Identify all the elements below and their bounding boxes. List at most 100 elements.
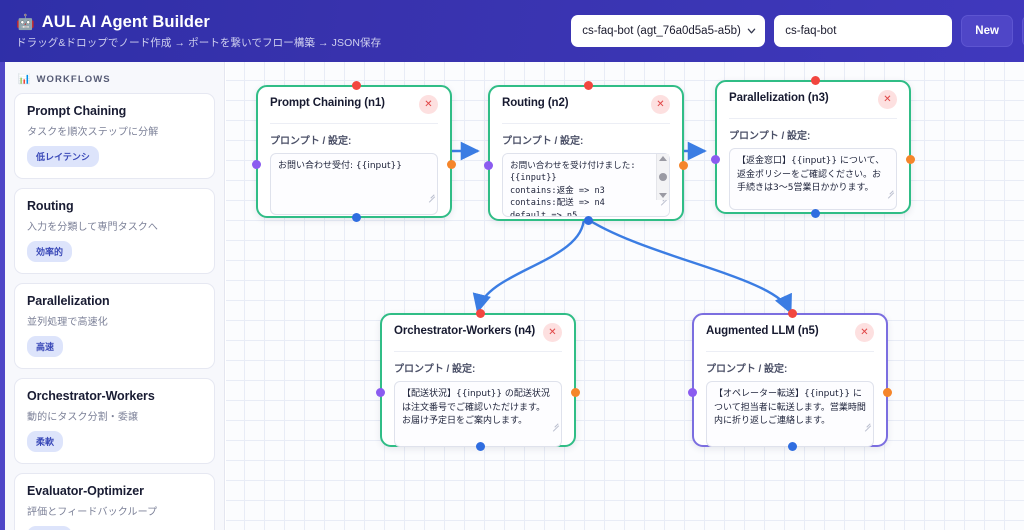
sidebar-item-desc: タスクを順次ステップに分解 bbox=[27, 127, 159, 138]
sidebar-item-evaluator-optimizer[interactable]: Evaluator-Optimizer 評価とフィードバックループ高品質 bbox=[14, 473, 215, 530]
chevron-down-icon bbox=[747, 28, 756, 34]
flow-canvas[interactable]: Prompt Chaining (n1)✕プロンプト / 設定:Routing … bbox=[226, 62, 1024, 530]
node-prompt-textarea[interactable] bbox=[502, 153, 670, 217]
sidebar-item-tag: 高速 bbox=[27, 336, 64, 357]
brand-block: 🤖 AUL AI Agent Builder ドラッグ&ドロップでノード作成 →… bbox=[16, 13, 381, 50]
node-divider bbox=[502, 123, 670, 124]
port-input-top-n1[interactable] bbox=[351, 81, 361, 90]
port-input-top-n4[interactable] bbox=[475, 309, 485, 318]
port-output-bottom-n3[interactable] bbox=[810, 209, 820, 218]
node-header: Parallelization (n3) ✕ bbox=[729, 90, 897, 109]
sidebar-item-tag: 柔軟 bbox=[27, 431, 64, 452]
sidebar-item-title: Prompt Chaining bbox=[27, 104, 127, 118]
agent-select[interactable]: cs-faq-bot (agt_76a0d5a5-a5b) bbox=[571, 15, 766, 47]
node-divider bbox=[394, 351, 562, 352]
flow-node-n2[interactable]: Routing (n2) ✕ プロンプト / 設定: bbox=[484, 81, 688, 225]
sidebar-item-title: Routing bbox=[27, 199, 74, 213]
sidebar-item-tag: 高品質 bbox=[27, 526, 73, 530]
port-input-left-n3[interactable] bbox=[711, 155, 720, 164]
port-output-bottom-n1[interactable] bbox=[351, 213, 361, 222]
scroll-up-icon[interactable] bbox=[659, 156, 667, 161]
header-controls: cs-faq-bot (agt_76a0d5a5-a5b) New Save L… bbox=[571, 15, 1024, 47]
agent-name-input[interactable] bbox=[774, 15, 953, 47]
port-input-top-n3[interactable] bbox=[810, 76, 820, 85]
port-output-right-n5[interactable] bbox=[883, 388, 892, 397]
sidebar-item-desc: 入力を分類して専門タスクへ bbox=[27, 222, 158, 233]
node-prompt-label: プロンプト / 設定: bbox=[502, 136, 584, 147]
port-output-bottom-n2[interactable] bbox=[583, 216, 593, 225]
left-accent-rail bbox=[0, 62, 5, 530]
sidebar-item-title: Parallelization bbox=[27, 294, 110, 308]
flow-node-n5[interactable]: Augmented LLM (n5) ✕ プロンプト / 設定: bbox=[688, 309, 892, 451]
close-icon[interactable]: ✕ bbox=[855, 323, 874, 342]
port-input-left-n4[interactable] bbox=[376, 388, 385, 397]
flow-node-n3[interactable]: Parallelization (n3) ✕ プロンプト / 設定: bbox=[711, 76, 915, 218]
port-output-right-n3[interactable] bbox=[906, 155, 915, 164]
node-prompt-label: プロンプト / 設定: bbox=[729, 131, 811, 142]
sidebar[interactable]: 📊 WORKFLOWS Prompt Chaining タスクを順次ステップに分解低レ… bbox=[5, 62, 225, 530]
sidebar-item-desc: 評価とフィードバックループ bbox=[27, 507, 158, 518]
node-prompt-textarea[interactable] bbox=[394, 381, 562, 447]
textarea-scrollbar[interactable] bbox=[656, 154, 669, 200]
edge-n2-n5 bbox=[583, 215, 792, 315]
edge-n2-n4 bbox=[472, 216, 586, 314]
sidebar-section-header-workflows: 📊 WORKFLOWS bbox=[18, 74, 215, 85]
close-icon[interactable]: ✕ bbox=[419, 95, 438, 114]
sidebar-item-prompt-chaining[interactable]: Prompt Chaining タスクを順次ステップに分解低レイテンシ bbox=[14, 93, 215, 179]
node-prompt-textarea[interactable] bbox=[706, 381, 874, 447]
node-prompt-label: プロンプト / 設定: bbox=[270, 136, 352, 147]
port-output-bottom-n5[interactable] bbox=[787, 442, 797, 451]
new-button[interactable]: New bbox=[961, 15, 1013, 47]
port-output-right-n1[interactable] bbox=[447, 159, 456, 169]
port-input-left-n5[interactable] bbox=[688, 388, 697, 397]
sidebar-item-orchestrator-workers[interactable]: Orchestrator-Workers 動的にタスク分割・委譲柔軟 bbox=[14, 378, 215, 464]
node-title: Augmented LLM (n5) bbox=[706, 325, 819, 337]
flow-node-n4[interactable]: Orchestrator-Workers (n4) ✕ プロンプト / 設定: bbox=[376, 309, 580, 451]
node-title: Orchestrator-Workers (n4) bbox=[394, 325, 536, 337]
scrollbar-thumb[interactable] bbox=[659, 173, 667, 181]
close-icon[interactable]: ✕ bbox=[543, 323, 562, 342]
node-title: Prompt Chaining (n1) bbox=[270, 97, 385, 109]
scroll-down-icon[interactable] bbox=[659, 193, 667, 198]
sidebar-section-label: WORKFLOWS bbox=[36, 74, 111, 85]
node-prompt-textarea[interactable] bbox=[270, 153, 438, 215]
close-icon[interactable]: ✕ bbox=[878, 90, 897, 109]
node-header: Orchestrator-Workers (n4) ✕ bbox=[394, 323, 562, 342]
node-prompt-textarea[interactable] bbox=[729, 148, 897, 210]
brand-row: 🤖 AUL AI Agent Builder bbox=[16, 13, 381, 32]
sidebar-sections: 📊 WORKFLOWS Prompt Chaining タスクを順次ステップに分解低レ… bbox=[14, 74, 215, 530]
flow-node-n1[interactable]: Prompt Chaining (n1) ✕ プロンプト / 設定: bbox=[252, 81, 456, 222]
agent-select-value: cs-faq-bot (agt_76a0d5a5-a5b) bbox=[582, 25, 741, 37]
app-header: 🤖 AUL AI Agent Builder ドラッグ&ドロップでノード作成 →… bbox=[0, 0, 1024, 62]
node-title: Routing (n2) bbox=[502, 97, 569, 109]
chart-icon: 📊 bbox=[18, 73, 31, 85]
port-output-right-n4[interactable] bbox=[571, 388, 580, 397]
node-divider bbox=[729, 118, 897, 119]
port-input-left-n2[interactable] bbox=[484, 161, 493, 170]
robot-icon: 🤖 bbox=[16, 13, 35, 31]
port-output-right-n2[interactable] bbox=[679, 161, 688, 170]
port-input-left-n1[interactable] bbox=[252, 159, 261, 169]
port-input-top-n2[interactable] bbox=[583, 81, 593, 90]
node-prompt-label: プロンプト / 設定: bbox=[706, 364, 788, 375]
node-divider bbox=[706, 351, 874, 352]
app-title: AUL AI Agent Builder bbox=[41, 12, 210, 31]
close-icon[interactable]: ✕ bbox=[651, 95, 670, 114]
port-output-bottom-n4[interactable] bbox=[475, 442, 485, 451]
node-divider bbox=[270, 123, 438, 124]
node-prompt-label: プロンプト / 設定: bbox=[394, 364, 476, 375]
node-header: Prompt Chaining (n1) ✕ bbox=[270, 95, 438, 114]
node-header: Augmented LLM (n5) ✕ bbox=[706, 323, 874, 342]
node-header: Routing (n2) ✕ bbox=[502, 95, 670, 114]
app-subtitle: ドラッグ&ドロップでノード作成 → ポートを繋いでフロー構築 → JSON保存 bbox=[16, 36, 382, 49]
sidebar-item-title: Orchestrator-Workers bbox=[27, 389, 155, 403]
sidebar-item-desc: 動的にタスク分割・委譲 bbox=[27, 412, 139, 423]
sidebar-item-tag: 低レイテンシ bbox=[27, 146, 99, 167]
node-title: Parallelization (n3) bbox=[729, 92, 829, 104]
sidebar-item-title: Evaluator-Optimizer bbox=[27, 484, 144, 498]
port-input-top-n5[interactable] bbox=[787, 309, 797, 318]
sidebar-item-routing[interactable]: Routing 入力を分類して専門タスクへ効率的 bbox=[14, 188, 215, 274]
sidebar-item-tag: 効率的 bbox=[27, 241, 73, 262]
